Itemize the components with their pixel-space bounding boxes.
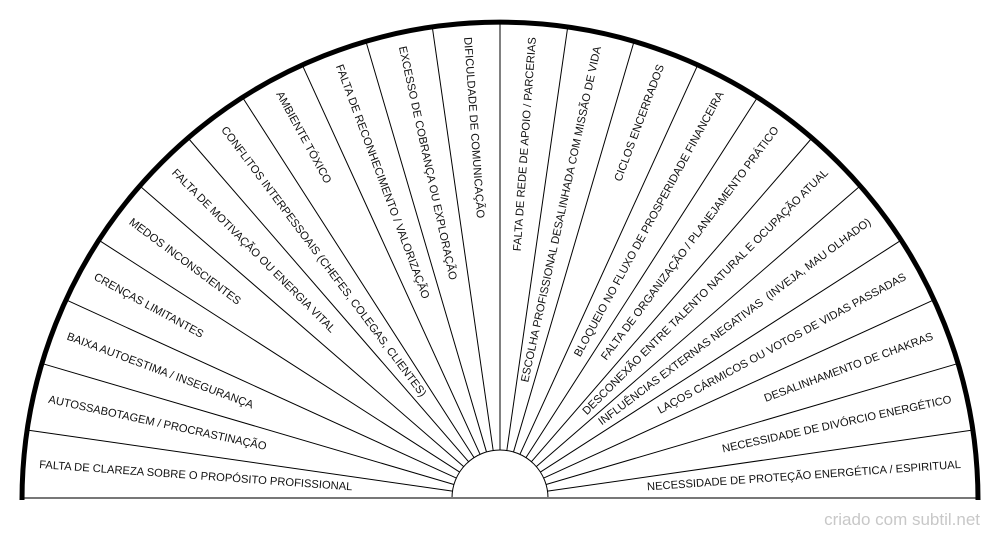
sector-divider [545,362,959,485]
sector-divider [41,362,455,485]
watermark: criado com subtil.net [824,510,980,529]
sector-divider [138,184,465,467]
sector-divider [525,95,759,458]
sector-divider [531,136,814,463]
sector-divider [535,184,862,467]
sector-label: CICLOS ENCERRADOS [613,63,667,183]
sector-divider [506,24,569,451]
sector-label: FALTA DE REDE DE APOIO / PARCERIAS [512,37,539,252]
sector-label: NECESSIDADE DE DIVÓRCIO ENERGÉTICO [721,393,953,456]
sector-divider [431,24,494,451]
inner-circle [451,449,549,499]
sector-label: CRENÇAS LIMITANTES [92,271,206,340]
sector-divider [543,298,936,479]
sector-divider [519,62,700,455]
sector-divider [26,429,453,492]
sector-divider [513,39,636,453]
outer-arc [19,19,981,501]
sector-divider [97,239,460,473]
sector-divider [64,298,457,479]
sector-label: AMBIENTE TÓXICO [273,89,334,186]
sector-divider [540,239,903,473]
sector-label: NECESSIDADE DE PROTEÇÃO ENERGÉTICA / ESP… [647,458,962,493]
sector-divider [547,429,974,492]
sector-label: DIFICULDADE DE COMUNICAÇÃO [461,37,487,219]
sector-label: FALTA DE CLAREZA SOBRE O PROPÓSITO PROFI… [39,458,353,493]
sector-divider [186,136,469,463]
sector-divider [300,62,481,455]
sector-divider [241,95,475,458]
sector-divider [364,39,487,453]
